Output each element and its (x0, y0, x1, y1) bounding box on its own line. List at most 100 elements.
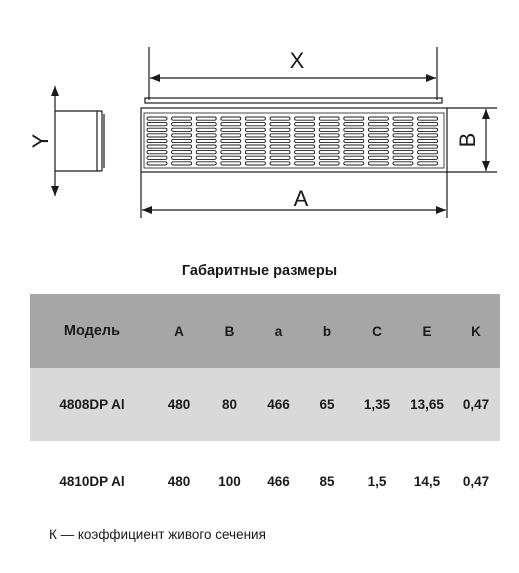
grille-slot (392, 133, 414, 138)
cell-b-upper: 80 (221, 397, 238, 412)
grille-slot (318, 133, 340, 138)
grille-slot (318, 144, 340, 149)
cell-a-upper: 480 (167, 473, 191, 489)
grille-slot (244, 122, 266, 127)
col-header-c: C (372, 323, 382, 339)
col-header-b-upper: B (224, 323, 235, 339)
grille-slot (269, 155, 291, 160)
table-title: Габаритные размеры (181, 263, 338, 279)
grille-slot (294, 133, 316, 138)
dim-label-y: Y (28, 133, 53, 148)
grille-slot (417, 155, 439, 160)
grille-slot (392, 144, 414, 149)
grille-slot (195, 133, 217, 138)
grille-slot (294, 150, 316, 155)
cell-e: 14,5 (413, 473, 441, 489)
grille-slot (318, 122, 340, 127)
grille-slot (269, 144, 291, 149)
grille-slot (171, 133, 193, 138)
grille-slot (367, 133, 389, 138)
cell-c: 1,5 (367, 473, 387, 489)
grille-slot (417, 138, 439, 144)
grille-slot (343, 138, 365, 144)
grille-slot (294, 116, 316, 121)
cell-b-lower: 85 (319, 473, 335, 489)
grille-slot (294, 122, 316, 127)
technical-drawing: Y X B A (28, 47, 497, 218)
col-header-k: K (471, 323, 481, 339)
grille-slots (146, 116, 439, 166)
grille-slot (294, 155, 316, 160)
cell-a-upper: 480 (167, 397, 191, 412)
grille-slot (343, 144, 365, 149)
grille-slot (146, 144, 168, 149)
grille-slot (294, 138, 316, 144)
grille-slot (269, 138, 291, 144)
grille-slot (146, 150, 168, 155)
a-dimension (140, 172, 448, 218)
grille-slot (244, 144, 266, 149)
grille-slot (392, 116, 414, 121)
cell-b-upper: 100 (218, 473, 241, 489)
grille-slot (367, 155, 389, 160)
grille-slot (195, 138, 217, 144)
grille-slot (367, 138, 389, 144)
table-header-row: Модель A B a b C E K (30, 294, 500, 368)
grille-slot (220, 133, 242, 138)
grille-slot (244, 150, 266, 155)
grille-slot (417, 127, 439, 132)
grille-slot (343, 155, 365, 160)
b-dimension (447, 107, 497, 173)
grille-slot (318, 138, 340, 144)
table-row: 4810DP Al 480 100 466 85 1,5 14,5 0,47 (30, 441, 500, 521)
grille-slot (318, 116, 340, 121)
grille-slot (392, 138, 414, 144)
table-row: 4808DP Al 480 80 466 65 1,35 13,65 0,47 (30, 368, 500, 441)
grille-slot (244, 155, 266, 160)
grille-slot (367, 127, 389, 132)
grille-slot (220, 155, 242, 160)
grille-slot (343, 161, 365, 166)
grille-slot (343, 122, 365, 127)
grille-slot (171, 138, 193, 144)
grille-slot (171, 155, 193, 160)
grille-slot (220, 116, 242, 121)
grille-slot (220, 138, 242, 144)
grille-slot (318, 155, 340, 160)
grille-slot (367, 116, 389, 121)
grille-slot (392, 122, 414, 127)
grille-slot (392, 150, 414, 155)
cell-a-lower: 466 (267, 397, 290, 412)
col-header-e: E (422, 323, 432, 339)
grille-slot (171, 116, 193, 121)
grille-slot (171, 144, 193, 149)
footnote: К — коэффициент живого сечения (49, 527, 266, 542)
dim-label-b: B (455, 133, 480, 148)
grille-slot (244, 138, 266, 144)
grille-slot (318, 150, 340, 155)
grille-slot (220, 144, 242, 149)
grille-slot (195, 122, 217, 127)
grille-slot (195, 144, 217, 149)
x-dimension (144, 47, 443, 104)
grille-slot (343, 150, 365, 155)
grille-slot (220, 122, 242, 127)
grille-slot (269, 133, 291, 138)
grille-slot (294, 144, 316, 149)
cell-a-lower: 466 (267, 473, 290, 489)
cell-model: 4808DP Al (59, 397, 125, 412)
grille-slot (318, 161, 340, 166)
grille-slot (417, 144, 439, 149)
grille-slot (244, 127, 266, 132)
grille-slot (417, 161, 439, 166)
grille-slot (417, 150, 439, 155)
dimensions-table: Модель A B a b C E K 4808DP Al 480 80 46… (30, 294, 500, 521)
grille-slot (195, 150, 217, 155)
dim-label-a: A (294, 186, 309, 211)
grille-slot (367, 144, 389, 149)
grille-slot (146, 155, 168, 160)
col-header-a-lower: a (274, 323, 283, 339)
grille-slot (417, 116, 439, 121)
grille-slot (392, 127, 414, 132)
dim-label-x: X (290, 48, 305, 73)
